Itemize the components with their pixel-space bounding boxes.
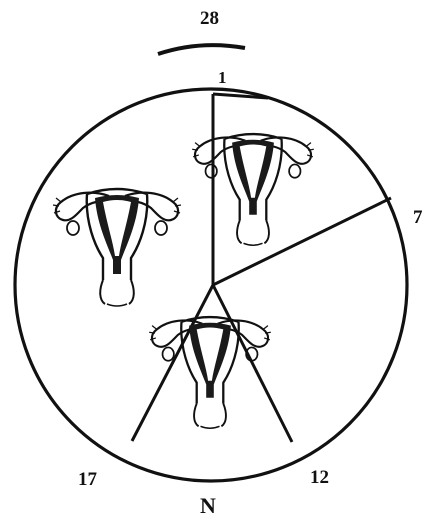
uterus-icon bbox=[53, 189, 181, 306]
label-day-28: 28 bbox=[200, 9, 219, 28]
label-n: N bbox=[200, 495, 216, 517]
label-day-17: 17 bbox=[78, 470, 97, 489]
label-day-12: 12 bbox=[310, 468, 329, 487]
label-day-1: 1 bbox=[218, 69, 227, 86]
label-day-7: 7 bbox=[413, 208, 423, 227]
uterus-icon bbox=[192, 134, 314, 245]
